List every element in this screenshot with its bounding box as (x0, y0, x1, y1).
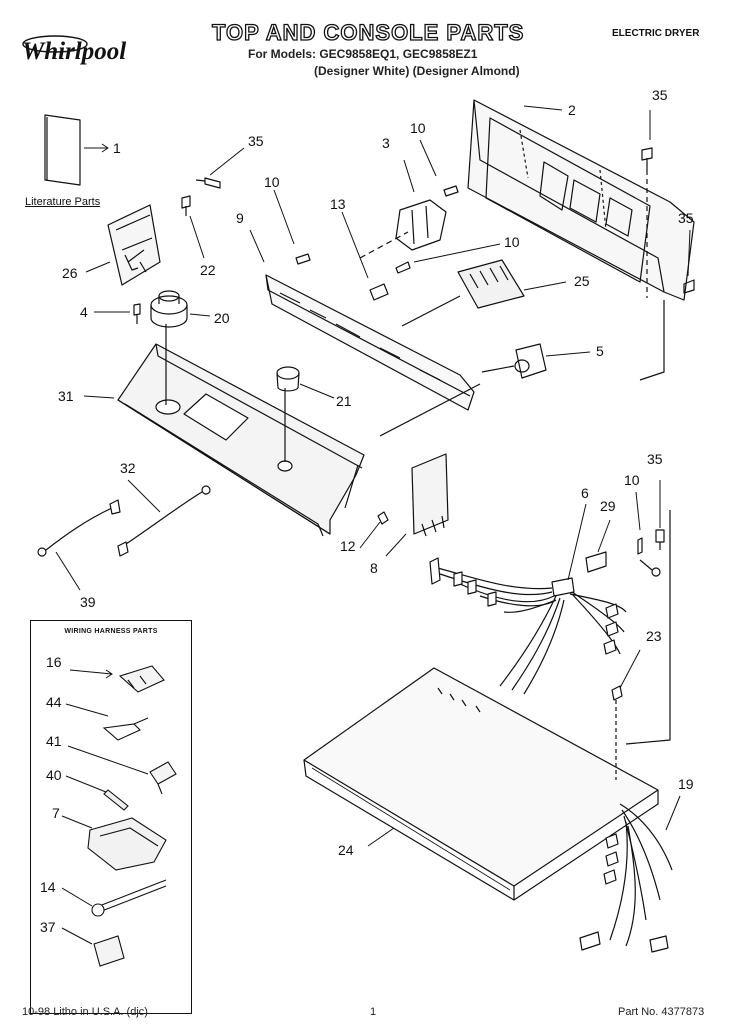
callout-26: 26 (62, 265, 78, 281)
callout-31: 31 (58, 388, 74, 404)
callout-3: 3 (382, 135, 390, 151)
terminal-6 (551, 577, 575, 597)
callout-14: 14 (40, 879, 56, 895)
callout-35-lower: 35 (647, 451, 663, 467)
screw-35-top-right (641, 147, 653, 170)
callout-10-left: 10 (264, 174, 280, 190)
callout-12: 12 (340, 538, 356, 554)
callout-35-right: 35 (678, 210, 694, 226)
harness-wire (429, 565, 553, 590)
screw-35-left (195, 177, 221, 189)
screw-35-lower (655, 529, 665, 550)
harness-part-40 (103, 789, 129, 811)
callout-19: 19 (678, 776, 694, 792)
dryer-top (303, 667, 659, 887)
clip-13 (369, 283, 389, 301)
knob-20 (150, 295, 188, 315)
wiring-harness-parts-drawings (61, 665, 177, 967)
label-29 (585, 551, 607, 573)
back-panel (467, 99, 695, 301)
end-cap-right (411, 453, 449, 535)
callout-32: 32 (120, 460, 136, 476)
screw-10-lower (637, 537, 643, 555)
callout-37: 37 (40, 919, 56, 935)
harness-part-14 (93, 879, 167, 915)
callout-8: 8 (370, 560, 378, 576)
screw-12 (377, 511, 389, 525)
callout-35-top-right: 35 (652, 87, 668, 103)
page-number: 1 (370, 1006, 377, 1018)
wiring-harness-parts-box: WIRING HARNESS PARTS (30, 620, 192, 1014)
harness-19 (619, 803, 673, 871)
logo-swoosh (22, 35, 88, 53)
literature-parts-label: Literature Parts (25, 196, 101, 208)
switch-25 (457, 259, 525, 309)
part-number: Part No. 4377873 (618, 1006, 705, 1018)
harness-part-44 (102, 717, 149, 741)
callout-44: 44 (46, 694, 62, 710)
litho-footer: 10-98 Litho in U.S.A. (djc) (22, 1006, 148, 1018)
callout-9: 9 (236, 210, 244, 226)
callout-35-left: 35 (248, 133, 264, 149)
harness-part-37 (93, 935, 125, 967)
dryer-type: ELECTRIC DRYER (612, 28, 700, 39)
callout-10-lower: 10 (624, 472, 640, 488)
switch-5 (515, 343, 547, 379)
harness-part-41 (149, 761, 177, 795)
screw-35-right (683, 279, 695, 294)
console-panel (117, 343, 365, 535)
screw-10-left (295, 253, 311, 265)
screw-10-mid (395, 261, 411, 274)
callout-22: 22 (200, 262, 216, 278)
clip-23 (611, 685, 623, 701)
knob-21 (276, 366, 300, 380)
models-line: For Models: GEC9858EQ1, GEC9858EZ1 (248, 47, 478, 61)
page-title: TOP AND CONSOLE PARTS (211, 19, 525, 45)
callout-2: 2 (568, 102, 576, 118)
harness-part-7 (87, 817, 167, 871)
callout-24: 24 (338, 842, 354, 858)
callout-4: 4 (80, 304, 88, 320)
callout-7: 7 (52, 805, 60, 821)
callout-21: 21 (336, 393, 352, 409)
screw-10-upper (443, 185, 459, 197)
callout-5: 5 (596, 343, 604, 359)
callout-1: 1 (113, 140, 121, 156)
callout-39: 39 (80, 594, 96, 610)
screw-4 (133, 303, 141, 324)
wiring-harness-title: WIRING HARNESS PARTS (64, 628, 158, 635)
callout-29: 29 (600, 498, 616, 514)
callout-25: 25 (574, 273, 590, 289)
callout-13: 13 (330, 196, 346, 212)
callout-10-mid: 10 (504, 234, 520, 250)
callout-16: 16 (46, 654, 62, 670)
wire-32 (125, 491, 203, 545)
wire-39 (45, 507, 113, 551)
callout-20: 20 (214, 310, 230, 326)
callout-41: 41 (46, 733, 62, 749)
colors-line: (Designer White) (Designer Almond) (314, 64, 520, 78)
callout-23: 23 (646, 628, 662, 644)
clip-22 (181, 195, 191, 216)
callout-10-top: 10 (410, 120, 426, 136)
callout-40: 40 (46, 767, 62, 783)
literature-booklet (44, 114, 81, 186)
callout-6: 6 (581, 485, 589, 501)
console-rail (265, 274, 475, 411)
timer-3 (395, 199, 447, 251)
